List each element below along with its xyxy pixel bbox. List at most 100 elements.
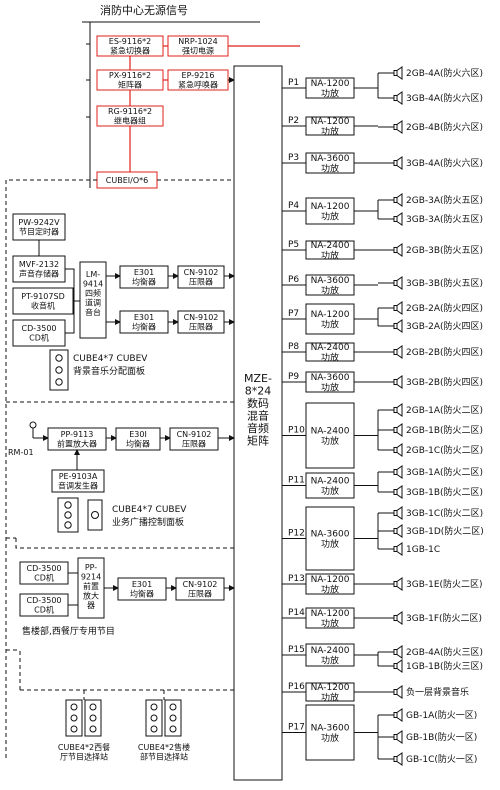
zone-label: 3GB-1E(防火二区) — [406, 578, 483, 590]
zone-label: 3GB-1A(防火二区) — [406, 466, 483, 478]
station-sales-panel — [145, 699, 182, 737]
port-label: P17 — [288, 723, 305, 733]
zone-label: 3GB-1F(防火二区) — [406, 612, 482, 624]
port-label: P10 — [288, 426, 305, 436]
speaker-icon — [393, 66, 403, 80]
svg-text:CUBEI/O*6: CUBEI/O*6 — [106, 176, 148, 185]
speaker-icon — [393, 645, 403, 659]
zone-label: 3GB-3A(防火五区) — [406, 213, 483, 225]
speaker-icon — [393, 752, 403, 766]
speaker-icon — [393, 120, 403, 134]
zone-label: GB-1C(防火一区) — [406, 753, 477, 765]
zone-label: 3GB-2B(防火四区) — [406, 376, 483, 388]
amplifier — [305, 303, 355, 335]
amplifier — [305, 704, 355, 761]
zone-label: 2GB-3A(防火五区) — [406, 194, 483, 206]
speaker-icon — [393, 708, 403, 722]
zone-label: 2GB-2A(防火四区) — [406, 302, 483, 314]
zone-label: 2GB-2B(防火四区) — [406, 346, 483, 358]
diagram-title: 消防中心无源信号 — [100, 3, 188, 17]
speaker-icon — [393, 319, 403, 333]
station-restaurant-label: CUBE4*2西餐厅节目选择站 — [58, 743, 110, 762]
zone-label: 2GB-4A(防火三区) — [406, 646, 483, 658]
port-label: P9 — [288, 372, 299, 382]
zone-label: 负一层背景音乐 — [406, 686, 469, 698]
zone-label: 2GB-1C(防火二区) — [406, 444, 483, 456]
speaker-icon — [393, 659, 403, 673]
port-label: P12 — [288, 529, 305, 539]
speaker-icon — [393, 301, 403, 315]
zone-label: 3GB-1C(防火二区) — [406, 507, 483, 519]
port-label: P4 — [288, 201, 299, 211]
amplifier — [305, 506, 355, 571]
station-sales-label: CUBE4*2售楼部节目选择站 — [138, 742, 190, 762]
speaker-icon — [393, 276, 403, 290]
speaker-icon — [393, 443, 403, 457]
zone-label: 2GB-1B(防火二区) — [406, 424, 483, 436]
port-label: P7 — [288, 309, 299, 319]
port-label: P2 — [288, 116, 299, 126]
speaker-icon — [393, 485, 403, 499]
port-label: P6 — [288, 275, 299, 285]
station-restaurant-panel — [65, 699, 102, 737]
zone-label: 3GB-1D(防火二区) — [406, 525, 484, 537]
port-label: P8 — [288, 342, 299, 352]
speaker-icon — [393, 403, 403, 417]
speaker-icon — [393, 506, 403, 520]
zone-label: GB-1A(防火一区) — [406, 709, 477, 721]
